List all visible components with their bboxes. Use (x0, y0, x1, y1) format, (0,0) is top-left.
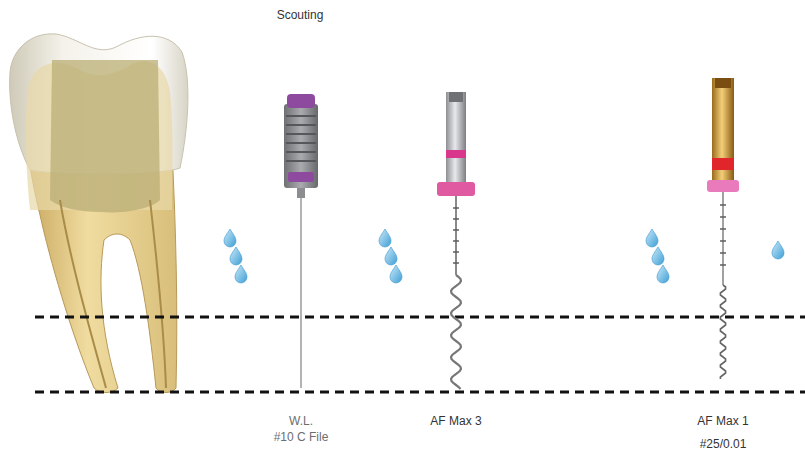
file-label: AF Max 3 (430, 414, 481, 428)
color-band (446, 150, 466, 158)
grip-ring (286, 115, 316, 117)
dashed-line (35, 316, 805, 319)
grip-ring (286, 160, 316, 162)
water-drop (772, 241, 784, 259)
water-drop (230, 247, 242, 265)
tooth (10, 34, 188, 393)
depth-mark (720, 228, 726, 229)
depth-mark (453, 240, 459, 241)
color-band (712, 158, 734, 170)
water-drop (646, 229, 658, 247)
handle-grip (286, 116, 316, 161)
depth-mark (720, 240, 726, 241)
file-collar (288, 172, 314, 182)
depth-mark (453, 218, 459, 219)
depth-mark (720, 264, 726, 265)
depth-mark (720, 216, 726, 217)
water-drop (224, 229, 236, 247)
file-notch (449, 92, 463, 102)
depth-marks (453, 208, 459, 263)
file-shaft (300, 196, 302, 388)
grip-ring (286, 124, 316, 126)
file-handle (712, 78, 734, 182)
file-label: AF Max 1 (697, 414, 748, 428)
dashed-line (35, 391, 805, 394)
water-drop (390, 265, 402, 283)
irrigation-drops (224, 229, 784, 283)
rubber-stop (437, 182, 475, 196)
section-heading: Scouting (277, 8, 324, 22)
pulp-chamber (50, 60, 160, 213)
depth-mark (720, 252, 726, 253)
depth-mark (453, 262, 459, 263)
depth-mark (453, 229, 459, 230)
depth-mark (453, 251, 459, 252)
rubber-stop (707, 180, 739, 192)
file-handle (284, 104, 318, 188)
grip-ring (286, 151, 316, 153)
file-flutes (451, 275, 461, 389)
water-drop (385, 247, 397, 265)
depth-mark (453, 207, 459, 208)
file-cap (287, 94, 315, 108)
depth-marks (720, 205, 726, 265)
water-drop (652, 247, 664, 265)
file-label: W.L. (289, 414, 313, 428)
file-handle (446, 92, 466, 182)
rotary-file (707, 78, 739, 379)
file-size: #10 C File (274, 430, 329, 444)
c-file (284, 94, 318, 388)
water-drop (657, 265, 669, 283)
file-flutes (720, 285, 725, 379)
root-canal (150, 200, 166, 388)
water-drop (235, 265, 247, 283)
depth-mark (720, 204, 726, 205)
file-notch (715, 78, 731, 88)
file-size: #25/0.01 (700, 437, 747, 451)
rotary-file (437, 92, 475, 389)
root-canal (60, 200, 106, 388)
water-drop (379, 229, 391, 247)
file-shaft (722, 192, 724, 285)
grip-ring (286, 142, 316, 144)
grip-ring (286, 133, 316, 135)
